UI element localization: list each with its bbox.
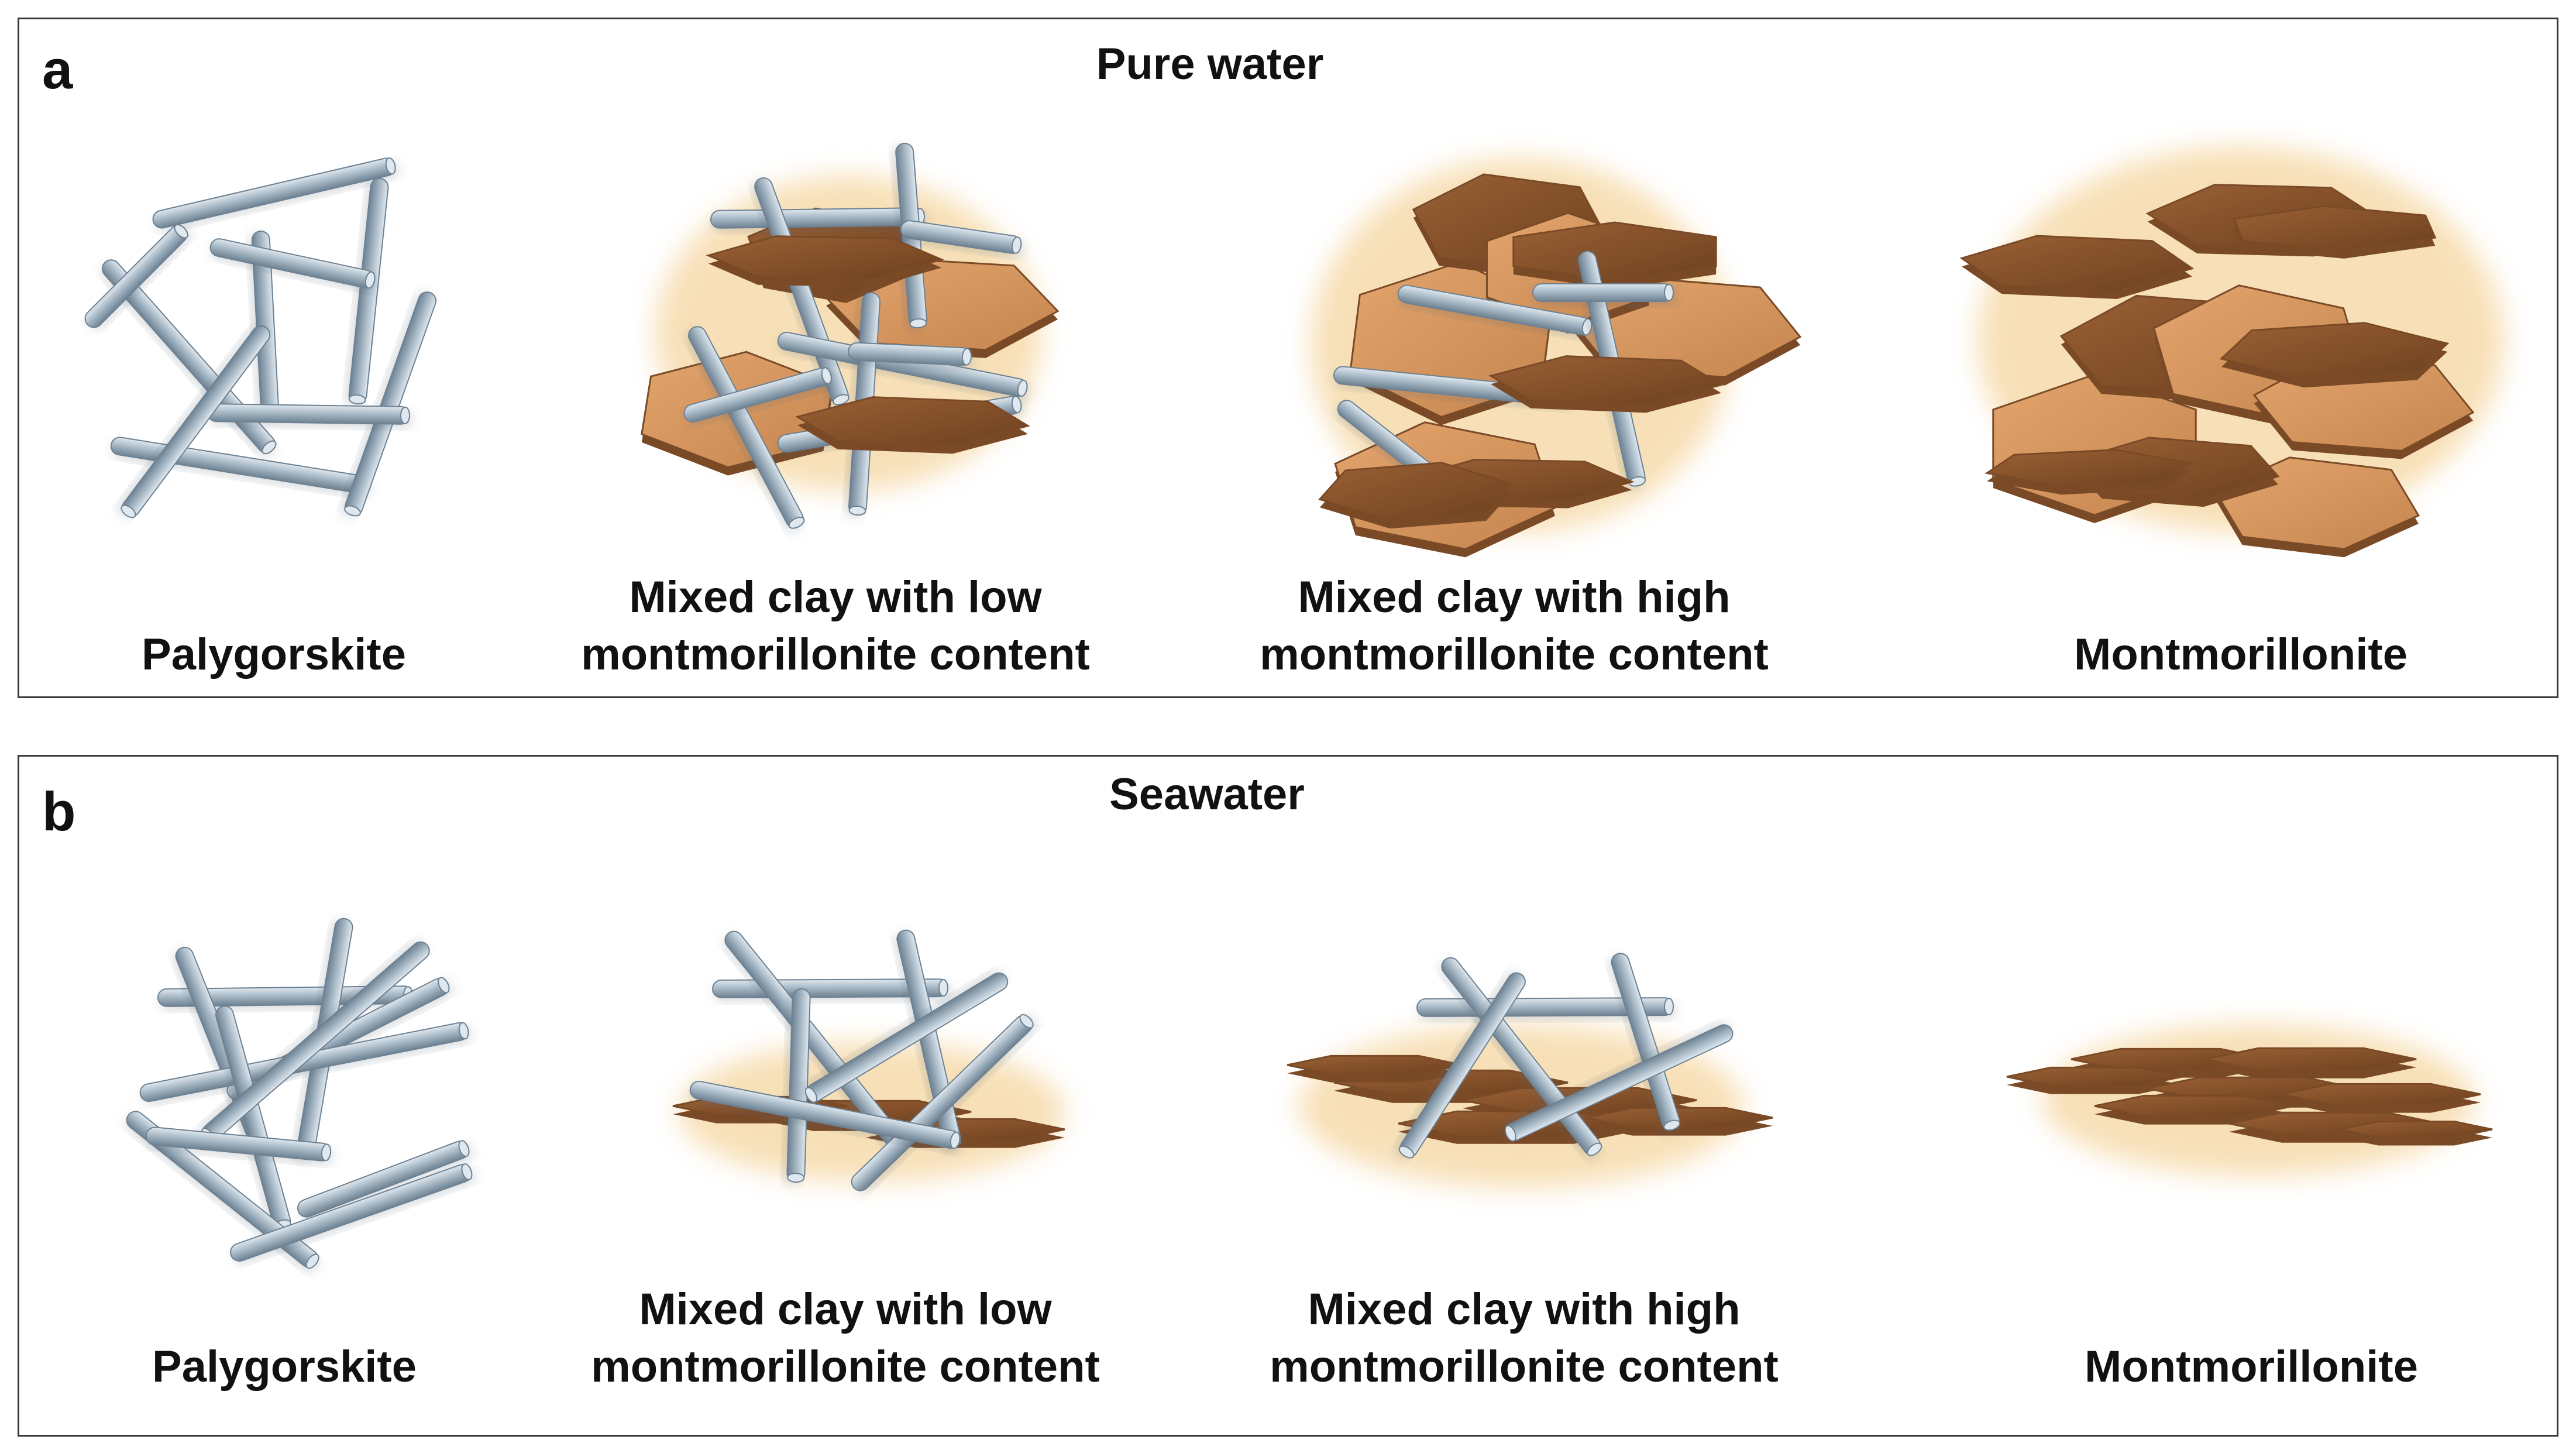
montmorillonite-plate-icon xyxy=(1318,462,1514,529)
montmorillonite-plate-icon xyxy=(1959,235,2195,299)
caption-b-mixed-low: Mixed clay with low montmorillonite cont… xyxy=(591,1281,1100,1396)
palygorskite-rod-icon xyxy=(145,1126,333,1165)
panel-title-seawater: Seawater xyxy=(1109,770,1305,819)
caption-line: montmorillonite content xyxy=(591,1342,1100,1392)
caption-a-mixed-high: Mixed clay with high montmorillonite con… xyxy=(1260,569,1769,683)
caption-a-mixed-low: Mixed clay with low montmorillonite cont… xyxy=(581,569,1090,683)
montmorillonite-plate-icon xyxy=(1488,355,1724,413)
caption-line: Mixed clay with high xyxy=(1298,572,1731,622)
montmorillonite-plate-icon xyxy=(706,235,944,287)
montmorillonite-plate-icon xyxy=(795,396,1030,454)
palygorskite-rod-icon xyxy=(710,207,927,232)
caption-line: Mixed clay with high xyxy=(1308,1284,1741,1334)
palygorskite-rod-icon xyxy=(847,342,974,369)
palygorskite-rod-icon xyxy=(1397,284,1594,339)
montmorillonite-plate-icon xyxy=(1985,449,2193,495)
palygorskite-rod-icon xyxy=(152,157,398,231)
montmorillonite-plate-icon xyxy=(2340,1120,2493,1146)
montmorillonite-plate-icon xyxy=(2281,1083,2481,1113)
palygorskite-rod-icon xyxy=(1532,283,1676,305)
montmorillonite-plate-icon xyxy=(2094,1094,2294,1125)
caption-a-palygorskite: Palygorskite xyxy=(142,626,406,683)
montmorillonite-plate-icon xyxy=(2006,1066,2183,1094)
palygorskite-rod-icon xyxy=(1502,1022,1734,1142)
caption-b-palygorskite: Palygorskite xyxy=(152,1338,417,1396)
caption-line: Mixed clay with low xyxy=(629,572,1042,622)
panel-letter-b: b xyxy=(42,781,76,842)
caption-line: Montmorillonite xyxy=(2085,1342,2418,1392)
palygorskite-rod-icon xyxy=(683,367,835,425)
montmorillonite-plate-icon xyxy=(1512,221,1717,289)
caption-line: Mixed clay with low xyxy=(639,1284,1052,1334)
caption-line: Palygorskite xyxy=(142,630,406,679)
palygorskite-rod-icon xyxy=(689,1080,962,1152)
palygorskite-rod-icon xyxy=(1395,972,1526,1159)
panel-letter-a: a xyxy=(42,39,73,100)
palygorskite-rod-icon xyxy=(851,1014,1037,1192)
palygorskite-rod-icon xyxy=(207,403,412,428)
palygorskite-rod-icon xyxy=(230,1163,475,1264)
caption-line: Palygorskite xyxy=(152,1342,417,1392)
palygorskite-rod-icon xyxy=(1608,953,1681,1133)
caption-b-montmorillonite: Montmorillonite xyxy=(2085,1338,2418,1396)
palygorskite-rod-icon xyxy=(900,220,1023,257)
montmorillonite-plate-icon xyxy=(2219,322,2450,388)
palygorskite-rod-icon xyxy=(297,1140,473,1220)
montmorillonite-plate-icon xyxy=(1287,1054,1463,1083)
palygorskite-rod-icon xyxy=(345,177,389,406)
palygorskite-rod-icon xyxy=(686,326,805,532)
montmorillonite-plate-icon xyxy=(2232,205,2437,259)
caption-line: montmorillonite content xyxy=(1260,630,1769,679)
palygorskite-rod-icon xyxy=(209,238,377,292)
caption-b-mixed-high: Mixed clay with high montmorillonite con… xyxy=(1270,1281,1779,1396)
palygorskite-rod-icon xyxy=(341,291,436,517)
montmorillonite-plate-icon xyxy=(2205,1047,2417,1078)
caption-line: Montmorillonite xyxy=(2074,630,2408,679)
caption-a-montmorillonite: Montmorillonite xyxy=(2074,626,2408,683)
palygorskite-rod-icon xyxy=(84,224,191,329)
palygorskite-rod-icon xyxy=(783,988,811,1184)
palygorskite-rod-icon xyxy=(802,971,1009,1103)
panel-title-pure-water: Pure water xyxy=(1096,39,1324,89)
caption-line: montmorillonite content xyxy=(1270,1342,1779,1392)
palygorskite-rod-icon xyxy=(118,325,271,518)
caption-line: montmorillonite content xyxy=(581,630,1090,679)
